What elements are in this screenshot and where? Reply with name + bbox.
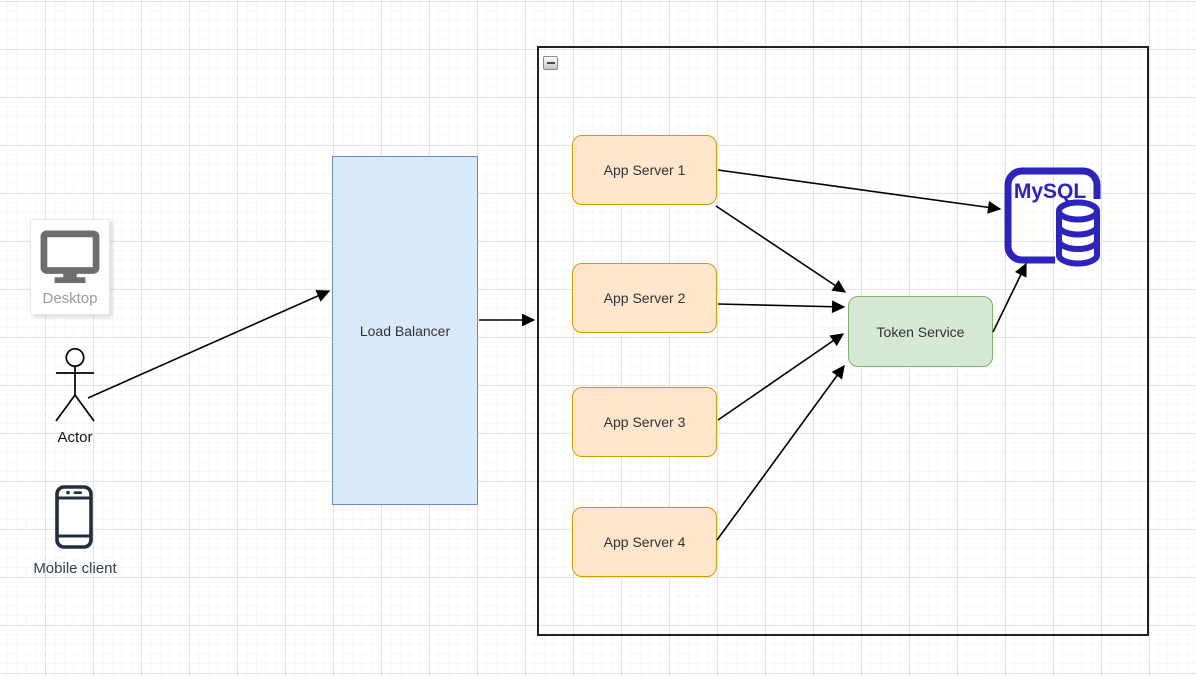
desktop-node[interactable]: Desktop (30, 219, 110, 315)
desktop-label: Desktop (42, 290, 98, 307)
app-server-1-node[interactable]: App Server 1 (572, 135, 717, 205)
mysql-label: MySQL (1014, 180, 1087, 203)
app-server-3-node[interactable]: App Server 3 (572, 387, 717, 457)
mysql-database-icon[interactable]: MySQL (1002, 166, 1102, 268)
monitor-icon (40, 230, 100, 284)
load-balancer-node[interactable]: Load Balancer (332, 156, 478, 505)
app-server-3-label: App Server 3 (603, 414, 686, 430)
edge-actor-to-load-balancer[interactable] (87, 290, 331, 399)
actor-label: Actor (57, 429, 93, 446)
collapse-button[interactable] (543, 56, 558, 70)
app-server-4-label: App Server 4 (603, 534, 686, 550)
collapse-minus-icon (546, 62, 555, 64)
mobile-client-icon[interactable] (55, 485, 93, 549)
app-server-2-node[interactable]: App Server 2 (572, 263, 717, 333)
token-service-node[interactable]: Token Service (848, 296, 993, 367)
app-server-1-label: App Server 1 (603, 162, 686, 178)
actor-icon[interactable] (53, 347, 97, 425)
group-container[interactable] (537, 46, 1149, 636)
app-server-2-label: App Server 2 (603, 290, 686, 306)
mobile-client-label: Mobile client (33, 560, 117, 577)
load-balancer-label: Load Balancer (359, 322, 451, 339)
token-service-label: Token Service (876, 323, 965, 340)
app-server-4-node[interactable]: App Server 4 (572, 507, 717, 577)
